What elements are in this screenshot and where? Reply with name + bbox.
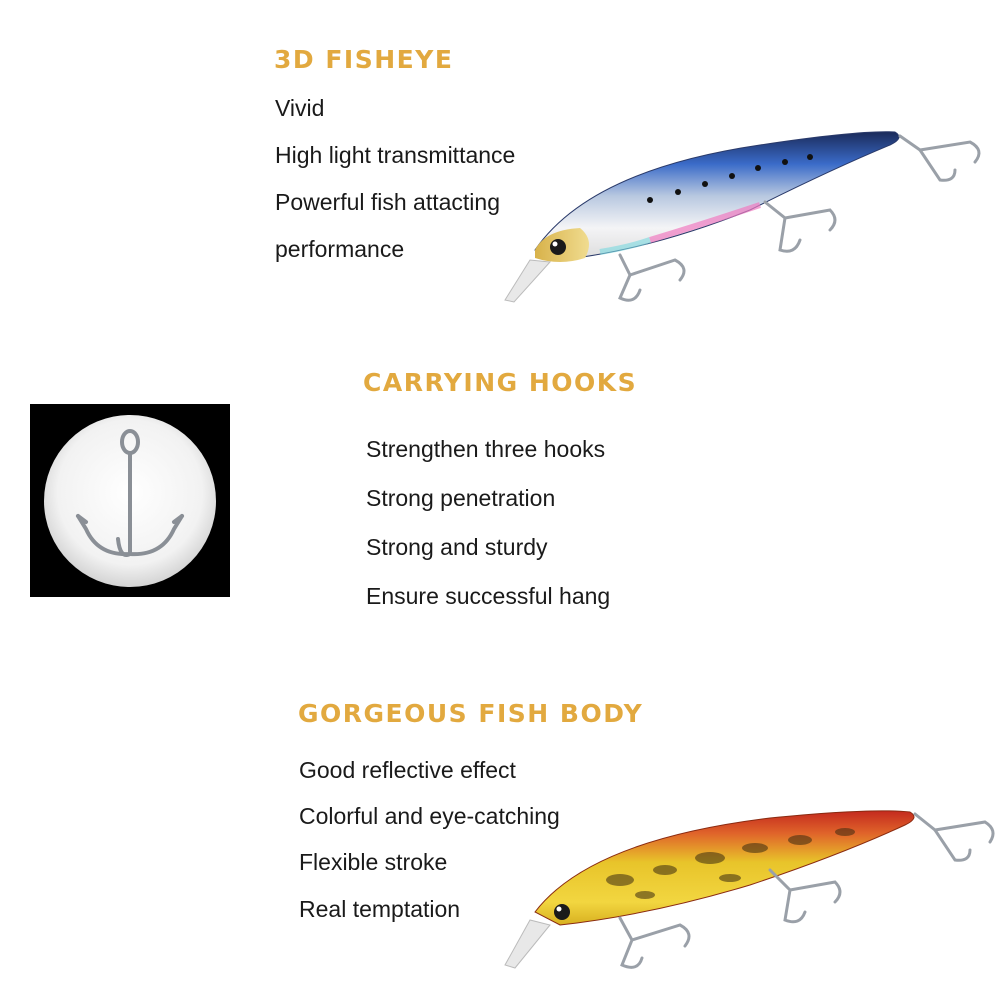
feature-line: Strengthen three hooks xyxy=(366,436,606,462)
feature-line: Good reflective effect xyxy=(299,757,516,783)
section-title-fisheye: 3D FISHEYE xyxy=(274,45,454,74)
feature-line: Flexible stroke xyxy=(299,849,448,875)
feature-line: Strong penetration xyxy=(366,485,556,511)
feature-line: Real temptation xyxy=(299,896,461,922)
feature-line: performance xyxy=(275,236,405,262)
feature-line: High light transmittance xyxy=(275,142,516,168)
feature-line: Vivid xyxy=(275,95,325,121)
section-title-body: GORGEOUS FISH BODY xyxy=(298,699,644,728)
feature-line: Ensure successful hang xyxy=(366,583,611,609)
feature-line: Powerful fish attacting xyxy=(275,189,501,215)
treble-hook-image xyxy=(44,415,216,587)
gold-lure-image xyxy=(504,810,995,969)
hook-image-panel xyxy=(30,404,230,597)
feature-line: Strong and sturdy xyxy=(366,534,548,560)
section-title-hooks: CARRYING HOOKS xyxy=(363,368,638,397)
feature-line: Colorful and eye-catching xyxy=(299,803,560,829)
blue-lure-image xyxy=(504,131,981,303)
